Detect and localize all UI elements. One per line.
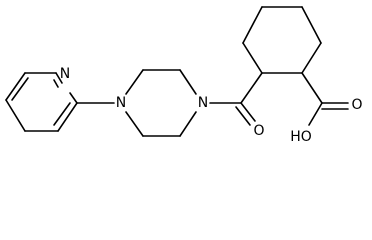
atom-label-acid-o: O [351,97,362,113]
bond-pip-6 [125,111,144,137]
bond-cy-2 [242,6,263,44]
bond-carbonyl-ring [240,72,263,104]
atom-label-hydroxyl: HO [290,129,312,145]
bond-carbonyl-o-1 [240,102,256,122]
cyclohexane-ring [242,6,322,74]
atom-label-piperazine-n-left: N [116,95,126,111]
bond-pyr-4 [69,92,78,104]
bond-pyr-5 [57,102,78,132]
bond-pip-4 [179,111,197,137]
bond-cy-1 [242,42,263,74]
bond-cy-4 [301,6,322,44]
bond-acid-oh [308,102,323,126]
bond-ring-acid [301,72,323,104]
bond-pyr-1-inner [11,77,29,101]
pyridine-ring [5,72,78,132]
bond-cy-5 [301,42,322,74]
bond-pip-1 [125,69,144,95]
bond-pyr-1 [5,72,26,101]
molecule-drawing: N N N O HO O [5,6,363,145]
piperazine-ring [125,69,197,137]
chemical-structure: N N N O HO O [5,6,363,145]
bond-pyr-5-inner [53,102,71,126]
bond-pip-3 [179,69,197,95]
atom-label-piperazine-n-right: N [198,95,208,111]
atom-label-pyridine-n: N [60,66,70,82]
bond-pyr-3 [55,72,63,84]
bond-pyr-7 [5,99,26,132]
atom-label-carbonyl-o: O [253,123,264,139]
bond-pyr-3-inner [53,79,59,88]
bond-carbonyl-o-2 [235,106,251,126]
